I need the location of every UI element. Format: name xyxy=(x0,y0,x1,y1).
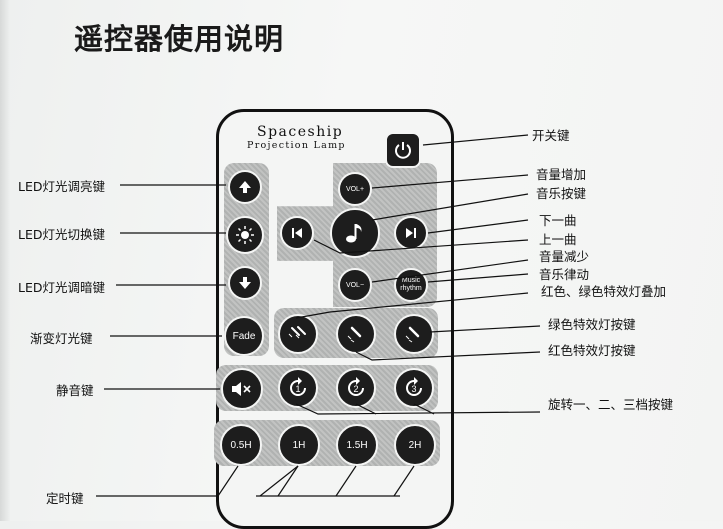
next-button[interactable] xyxy=(394,216,428,250)
power-icon xyxy=(395,142,411,159)
page-edge-shadow xyxy=(0,0,10,521)
music-note-icon xyxy=(346,224,362,243)
callout-mute: 静音键 xyxy=(56,383,94,398)
arrow-down-icon xyxy=(239,277,251,289)
callout-led-brighten: LED灯光调亮键 xyxy=(18,179,105,194)
music-button[interactable] xyxy=(330,208,380,258)
callout-rotate: 旋转一、二、三档按键 xyxy=(548,397,674,412)
callout-prev: 上一曲 xyxy=(539,232,577,247)
callout-led-switch: LED灯光切换键 xyxy=(18,227,105,242)
led-switch-button[interactable] xyxy=(226,216,264,254)
callout-green-effect: 绿色特效灯按键 xyxy=(548,317,636,332)
led-dim-button[interactable] xyxy=(228,266,262,300)
led-brighten-button[interactable] xyxy=(228,170,262,204)
svg-text:1: 1 xyxy=(295,384,300,394)
callout-timer: 定时键 xyxy=(46,491,84,506)
svg-text:2: 2 xyxy=(353,384,358,394)
power-button[interactable] xyxy=(385,132,421,168)
brand-subtitle: Projection Lamp xyxy=(247,140,346,151)
fade-button[interactable]: Fade xyxy=(224,316,264,356)
callout-red-green-overlay: 红色、绿色特效灯叠加 xyxy=(541,284,667,299)
prev-button[interactable] xyxy=(280,216,314,250)
flashlight-icon xyxy=(347,326,362,343)
skip-back-icon xyxy=(292,228,302,238)
callout-fade: 渐变灯光键 xyxy=(30,331,93,346)
skip-forward-icon xyxy=(406,228,416,238)
mute-icon xyxy=(232,382,251,396)
page-title: 遥控器使用说明 xyxy=(74,22,285,56)
callout-rhythm: 音乐律动 xyxy=(539,267,590,282)
brand-name: Spaceship xyxy=(257,124,344,140)
callout-vol-up: 音量增加 xyxy=(536,167,587,182)
vol-up-button[interactable]: VOL+ xyxy=(338,172,372,206)
red-green-overlay-button[interactable] xyxy=(278,314,318,354)
callout-led-dim: LED灯光调暗键 xyxy=(18,280,105,295)
arrow-up-icon xyxy=(239,181,251,193)
callout-vol-down: 音量减少 xyxy=(539,249,590,264)
mute-button[interactable] xyxy=(221,368,263,410)
rotate-2-button[interactable]: 2 xyxy=(336,368,376,408)
timer-2-button[interactable]: 2H xyxy=(394,424,436,466)
timer-15-button[interactable]: 1.5H xyxy=(336,424,378,466)
rotate-icon: 3 xyxy=(406,377,422,396)
callout-music: 音乐按键 xyxy=(536,186,587,201)
timer-05-button[interactable]: 0.5H xyxy=(220,424,262,466)
sun-icon xyxy=(236,226,254,244)
vol-down-button[interactable]: VOL− xyxy=(338,268,372,302)
callout-next: 下一曲 xyxy=(539,213,577,228)
svg-text:3: 3 xyxy=(411,384,416,394)
callout-red-effect: 红色特效灯按键 xyxy=(548,343,636,358)
flashlight-pair-icon xyxy=(288,326,306,339)
timer-1-button[interactable]: 1H xyxy=(278,424,320,466)
rotate-icon: 1 xyxy=(290,377,306,396)
callout-power: 开关键 xyxy=(532,128,570,143)
rotate-3-button[interactable]: 3 xyxy=(394,368,434,408)
flashlight-icon xyxy=(405,326,420,343)
rotate-1-button[interactable]: 1 xyxy=(278,368,318,408)
red-effect-button[interactable] xyxy=(394,314,434,354)
green-effect-button[interactable] xyxy=(336,314,376,354)
rotate-icon: 2 xyxy=(348,377,364,396)
